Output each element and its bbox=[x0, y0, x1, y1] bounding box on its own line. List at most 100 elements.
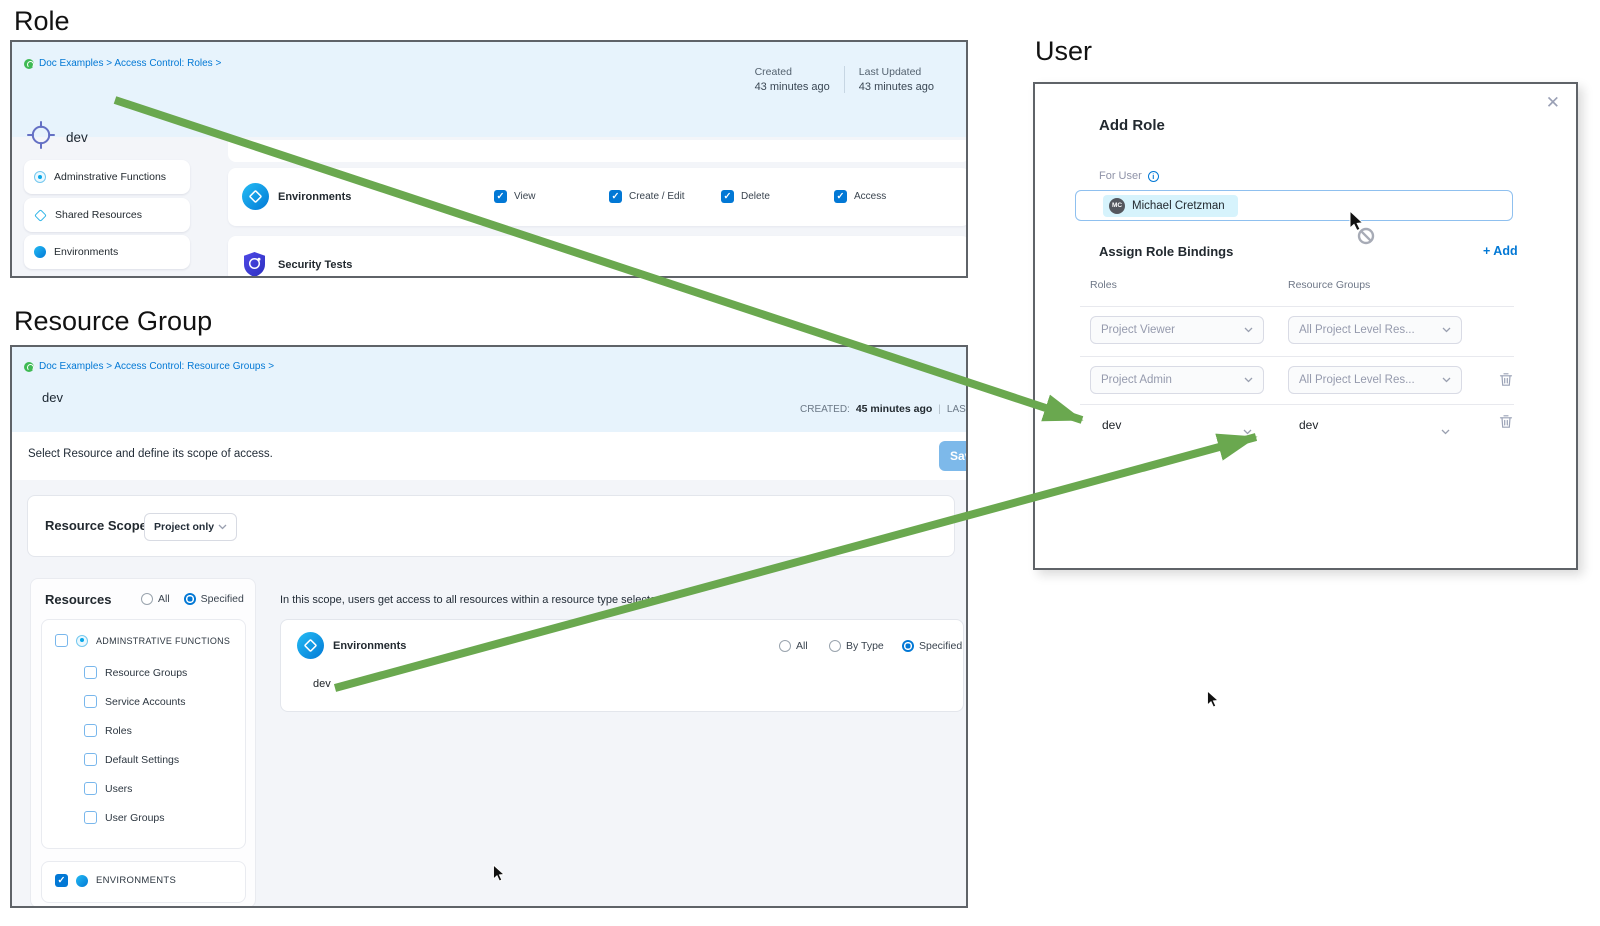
sidebar-item-label: Shared Resources bbox=[55, 209, 142, 221]
resource-group-select[interactable]: All Project Level Res... bbox=[1288, 366, 1462, 394]
harness-logo-icon bbox=[24, 58, 34, 69]
resource-group-select[interactable]: All Project Level Res... bbox=[1288, 316, 1462, 344]
breadcrumb[interactable]: Doc Examples > Access Control: Roles > bbox=[24, 58, 221, 69]
created-label: Created bbox=[754, 66, 792, 78]
checkbox[interactable] bbox=[84, 724, 97, 737]
create-edit-checkbox[interactable]: ✓ bbox=[609, 190, 622, 203]
resources-all-radio[interactable]: All bbox=[141, 593, 170, 605]
close-icon[interactable]: ✕ bbox=[1545, 93, 1560, 112]
scope-specified-radio[interactable]: Specified bbox=[902, 640, 962, 652]
avatar: MC bbox=[1109, 197, 1125, 214]
resource-scope-select[interactable]: Project only bbox=[144, 513, 237, 541]
list-item-roles[interactable]: Roles bbox=[84, 724, 132, 737]
resource-scope-value: Project only bbox=[154, 521, 215, 533]
list-item-resource-groups[interactable]: Resource Groups bbox=[84, 666, 187, 679]
scope-all-radio[interactable]: All bbox=[779, 640, 808, 652]
not-allowed-cursor-icon bbox=[1348, 209, 1378, 251]
checkbox[interactable] bbox=[84, 695, 97, 708]
permission-label: View bbox=[514, 191, 536, 202]
list-item-users[interactable]: Users bbox=[84, 782, 132, 795]
instruction-bar: Select Resource and define its scope of … bbox=[12, 432, 966, 480]
chevron-down-icon bbox=[1442, 377, 1451, 383]
sidebar-item-label: Environments bbox=[54, 246, 119, 258]
role-target-icon bbox=[26, 120, 56, 155]
checkbox[interactable] bbox=[84, 753, 97, 766]
divider bbox=[1080, 356, 1514, 357]
checkbox[interactable] bbox=[84, 782, 97, 795]
environments-checkbox[interactable]: ✓ bbox=[55, 874, 68, 887]
sidebar-item-environments[interactable]: Environments bbox=[24, 235, 190, 269]
delete-binding-button[interactable] bbox=[1499, 414, 1513, 434]
radio-icon bbox=[779, 640, 791, 652]
role-meta: Created 43 minutes ago Last Updated 43 m… bbox=[741, 66, 948, 93]
save-button[interactable]: Save bbox=[939, 441, 966, 471]
created-value: 45 minutes ago bbox=[855, 403, 933, 415]
resource-group-section-heading: Resource Group bbox=[14, 306, 213, 336]
environments-permission-row: Environments ✓ View ✓ Create / Edit ✓ De… bbox=[228, 168, 966, 226]
radio-icon bbox=[141, 593, 153, 605]
updated-value: 43 minutes ago bbox=[858, 81, 934, 93]
scope-note: In this scope, users get access to all r… bbox=[280, 594, 663, 606]
radio-icon bbox=[902, 640, 914, 652]
role-panel-header: Doc Examples > Access Control: Roles > d… bbox=[12, 42, 966, 149]
permission-label: Delete bbox=[741, 191, 770, 202]
permission-delete: ✓ Delete bbox=[721, 190, 770, 203]
permission-label: Access bbox=[854, 191, 887, 202]
checkbox[interactable] bbox=[84, 811, 97, 824]
resource-group-select-value: All Project Level Res... bbox=[1299, 374, 1415, 386]
sidebar-item-label: Adminstrative Functions bbox=[54, 171, 167, 183]
resource-group-name: dev bbox=[42, 390, 63, 405]
partial-row bbox=[228, 140, 966, 162]
permission-view: ✓ View bbox=[494, 190, 536, 203]
divider bbox=[1080, 404, 1514, 405]
checkbox[interactable] bbox=[84, 666, 97, 679]
radio-icon bbox=[829, 640, 841, 652]
mouse-cursor-icon bbox=[492, 863, 507, 888]
breadcrumb-text[interactable]: Doc Examples > Access Control: Roles > bbox=[39, 58, 222, 69]
created-value: 43 minutes ago bbox=[754, 81, 830, 93]
environments-icon bbox=[76, 874, 88, 887]
role-section-heading: Role bbox=[14, 6, 70, 36]
breadcrumb[interactable]: Doc Examples > Access Control: Resource … bbox=[24, 361, 274, 372]
resources-specified-radio[interactable]: Specified bbox=[183, 593, 244, 605]
role-select[interactable]: Project Admin bbox=[1090, 366, 1264, 394]
view-checkbox[interactable]: ✓ bbox=[494, 190, 507, 203]
list-item-user-groups[interactable]: User Groups bbox=[84, 811, 165, 824]
roles-column-header: Roles bbox=[1090, 279, 1117, 291]
updated-label: Last Updated bbox=[858, 66, 922, 78]
resource-group-meta: CREATED: 45 minutes ago | LAST UPDATED bbox=[800, 403, 966, 415]
delete-binding-button[interactable] bbox=[1499, 372, 1513, 392]
role-select-value[interactable]: dev bbox=[1102, 418, 1122, 432]
breadcrumb-text[interactable]: Doc Examples > Access Control: Resource … bbox=[39, 361, 275, 372]
resource-groups-column-header: Resource Groups bbox=[1288, 279, 1371, 291]
scope-by-type-radio[interactable]: By Type bbox=[829, 640, 884, 652]
list-item-default-settings[interactable]: Default Settings bbox=[84, 753, 179, 766]
permission-label: Create / Edit bbox=[629, 191, 685, 202]
add-binding-button[interactable]: + Add bbox=[1483, 244, 1518, 258]
group-label: ADMINSTRATIVE FUNCTIONS bbox=[96, 635, 231, 646]
resources-label: Resources bbox=[45, 592, 112, 607]
mouse-cursor-icon bbox=[1206, 689, 1221, 714]
role-select[interactable]: Project Viewer bbox=[1090, 316, 1264, 344]
chevron-down-icon[interactable] bbox=[1243, 422, 1252, 440]
add-role-dialog: ✕ Add Role For User i MC Michael Cretzma… bbox=[1033, 82, 1578, 570]
row-label: Environments bbox=[278, 191, 352, 203]
chevron-down-icon[interactable] bbox=[1441, 422, 1450, 440]
administrative-functions-icon bbox=[34, 171, 46, 183]
list-item-service-accounts[interactable]: Service Accounts bbox=[84, 695, 186, 708]
delete-checkbox[interactable]: ✓ bbox=[721, 190, 734, 203]
info-icon[interactable]: i bbox=[1147, 170, 1159, 182]
radio-icon bbox=[183, 593, 196, 605]
instruction-text: Select Resource and define its scope of … bbox=[28, 448, 273, 460]
role-detail-panel: Doc Examples > Access Control: Roles > d… bbox=[10, 40, 968, 278]
chevron-down-icon bbox=[1442, 327, 1451, 333]
user-chip[interactable]: MC Michael Cretzman bbox=[1103, 194, 1238, 217]
access-checkbox[interactable]: ✓ bbox=[834, 190, 847, 203]
sidebar-item-shared-resources[interactable]: Shared Resources bbox=[24, 198, 190, 232]
user-input[interactable]: MC Michael Cretzman bbox=[1075, 190, 1513, 221]
sidebar-item-administrative-functions[interactable]: Adminstrative Functions bbox=[24, 160, 190, 194]
resource-group-select-value[interactable]: dev bbox=[1299, 418, 1319, 432]
administrative-functions-checkbox[interactable] bbox=[55, 634, 68, 647]
user-name: Michael Cretzman bbox=[1132, 199, 1225, 212]
